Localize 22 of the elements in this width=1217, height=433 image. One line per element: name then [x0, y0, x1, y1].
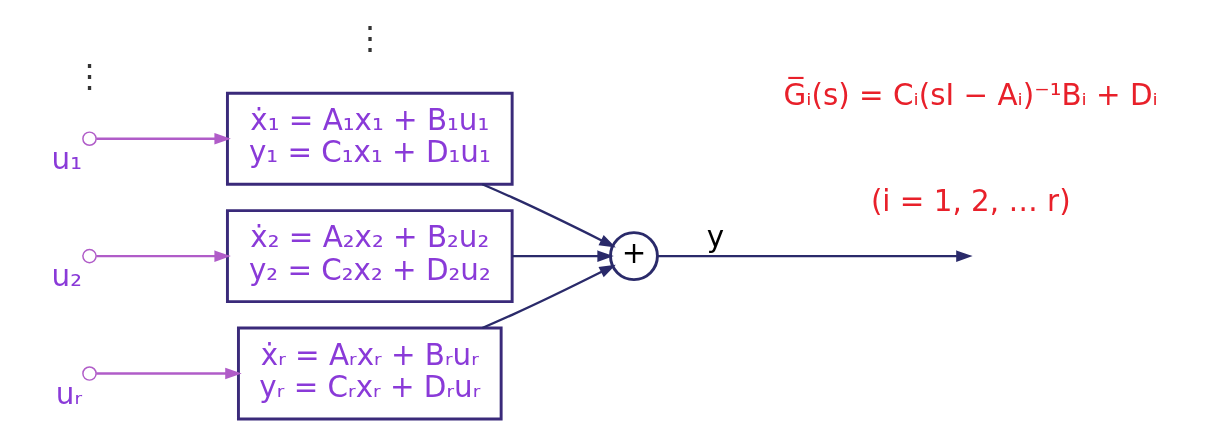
arrow	[95, 132, 231, 145]
node-circle	[81, 131, 97, 147]
arrow	[95, 367, 242, 380]
node-label: u₁	[51, 141, 82, 176]
label: ⋮	[353, 18, 386, 57]
arrow	[95, 250, 231, 262]
arrow	[481, 264, 616, 330]
node-circle	[81, 366, 97, 381]
node-circle: +	[608, 231, 659, 282]
arrow	[481, 183, 616, 248]
arrow	[511, 250, 614, 262]
edge-label: y	[706, 220, 724, 255]
node-label: u₂	[51, 259, 82, 294]
node-box: ẋᵣ = Aᵣxᵣ + Bᵣuᵣ yᵣ = Cᵣxᵣ + Dᵣuᵣ	[236, 326, 503, 421]
label: ⋮	[72, 56, 106, 95]
label: (i = 1, 2, … r)	[870, 183, 1071, 218]
node-circle	[81, 248, 97, 264]
node-label: uᵣ	[55, 376, 82, 411]
node-box: ẋ₁ = A₁x₁ + B₁u₁ y₁ = C₁x₁ + D₁u₁	[225, 91, 514, 186]
node-box: ẋ₂ = A₂x₂ + B₂u₂ y₂ = C₂x₂ + D₂u₂	[225, 209, 514, 304]
label: G̅ᵢ(s) = Cᵢ(sI − Aᵢ)⁻¹Bᵢ + Dᵢ	[783, 77, 1158, 112]
arrow	[657, 250, 973, 262]
